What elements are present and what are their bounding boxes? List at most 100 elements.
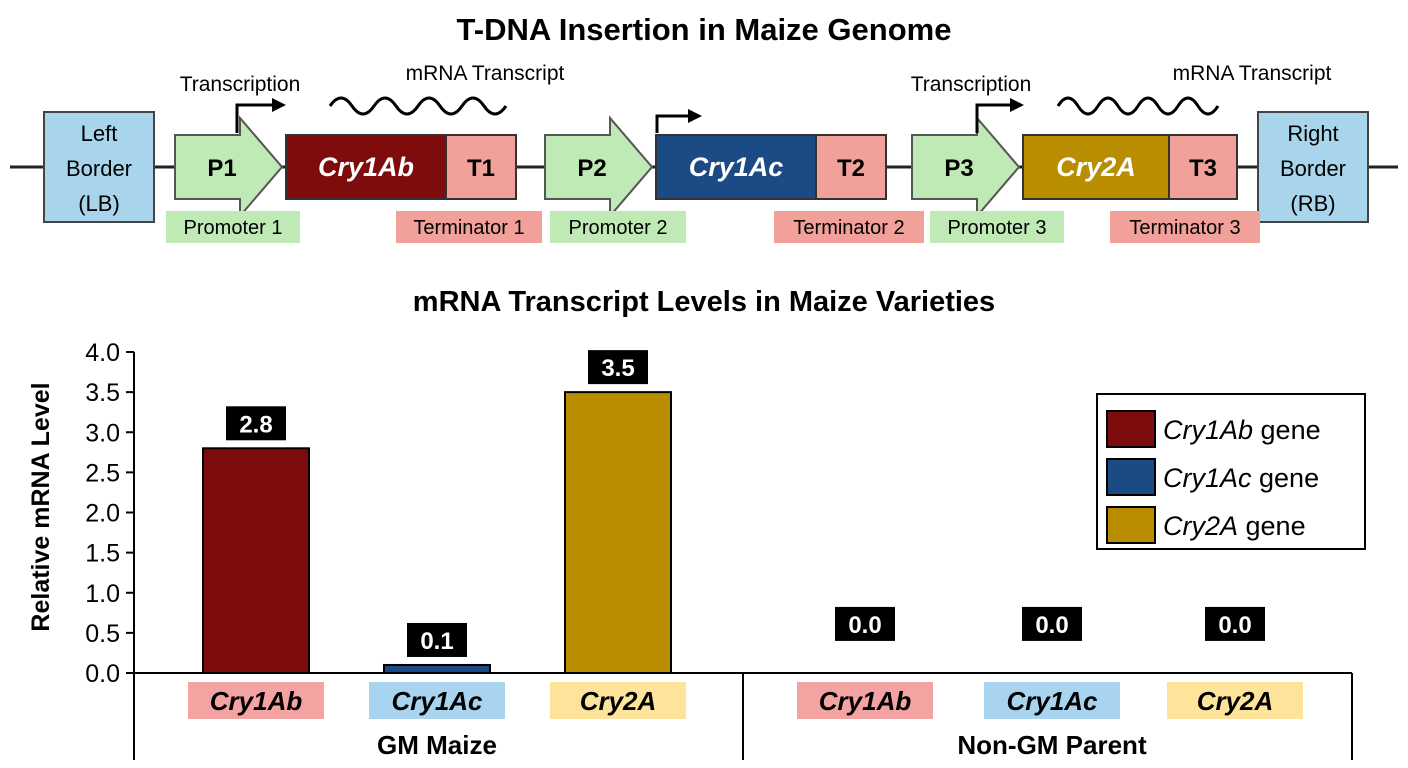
y-tick-label: 3.5 (85, 379, 120, 407)
legend-gene-name: Cry1Ac (1163, 463, 1252, 493)
legend-swatch-cry1ac (1106, 458, 1156, 496)
promoter-2-caption: Promoter 2 (569, 217, 668, 239)
bar-0-cry1ab (202, 447, 310, 674)
mrna-wave-3 (1056, 96, 1220, 116)
cassette-3: P3 Cry2A T3 Promoter 3 Terminator 3 Tran… (911, 62, 1332, 243)
gene-2-box (655, 134, 817, 200)
y-tick-label: 0.0 (85, 660, 120, 688)
category-label: Cry1Ab (819, 686, 912, 716)
category-label: Cry2A (580, 686, 657, 716)
legend-label: Cry2A gene (1163, 511, 1306, 541)
transcript-bar-chart: mRNA Transcript Levels in Maize Varietie… (27, 286, 1366, 760)
value-label: 0.0 (1218, 612, 1251, 639)
legend-suffix: gene (1253, 415, 1321, 445)
mrna-label-1: mRNA Transcript (406, 62, 565, 85)
terminator-1-caption-bg (396, 211, 542, 243)
legend-swatch-cry1ab (1106, 410, 1156, 448)
gene-3-label: Cry2A (1056, 152, 1136, 182)
value-label-bg (588, 350, 648, 385)
right-border-box: Right Border (RB) (1257, 111, 1369, 223)
terminator-3-caption-bg (1110, 211, 1260, 243)
category-label: Cry1Ac (1006, 686, 1098, 716)
y-tick-label: 1.5 (85, 540, 120, 568)
transcription-label-3: Transcription (911, 73, 1032, 96)
category-label-bg (188, 682, 324, 719)
legend-gene-name: Cry1Ab (1163, 415, 1253, 445)
group-label-non-gm: Non-GM Parent (957, 730, 1147, 760)
y-tick-label: 0.5 (85, 620, 120, 648)
category-label-bg (369, 682, 505, 719)
value-label: 0.1 (420, 628, 453, 655)
category-label: Cry2A (1197, 686, 1274, 716)
y-axis-label: Relative mRNA Level (27, 382, 55, 631)
chart-title: mRNA Transcript Levels in Maize Varietie… (413, 286, 995, 318)
legend-label: Cry1Ab gene (1163, 415, 1321, 445)
category-label-bg (550, 682, 686, 719)
promoter-1-label: P1 (207, 155, 236, 182)
right-border-line-2: Border (1280, 156, 1346, 181)
value-label-bg (407, 622, 467, 657)
right-border-line-1: Right (1287, 121, 1338, 146)
category-label: Cry1Ac (391, 686, 483, 716)
gene-3-box (1022, 134, 1170, 200)
cassette-2: P2 Cry1Ac T2 Promoter 2 Terminator 2 (544, 109, 924, 243)
promoter-3-caption-bg (930, 211, 1064, 243)
gene-1-box (285, 134, 447, 200)
legend-gene-name: Cry2A (1163, 511, 1238, 541)
promoter-1-arrow (174, 115, 284, 219)
y-tick-label: 2.0 (85, 500, 120, 528)
promoter-1-caption: Promoter 1 (184, 217, 283, 239)
right-border-line-3: (RB) (1290, 191, 1335, 216)
promoter-3-label: P3 (944, 155, 973, 182)
promoter-2-label: P2 (577, 155, 606, 182)
y-tick-label: 2.5 (85, 459, 120, 487)
value-label-bg (1022, 606, 1082, 641)
promoter-1-caption-bg (166, 211, 300, 243)
bar-0-cry1ac (383, 663, 491, 674)
legend-swatch-cry2a (1106, 506, 1156, 544)
legend-suffix: gene (1238, 511, 1306, 541)
group-label-gm: GM Maize (377, 730, 497, 760)
promoter-2-arrow (544, 115, 654, 219)
terminator-3-caption: Terminator 3 (1129, 217, 1240, 239)
y-tick-label: 3.0 (85, 419, 120, 447)
transcription-arrow-3 (975, 98, 1024, 133)
y-tick-label: 1.0 (85, 580, 120, 608)
gene-2-label: Cry1Ac (689, 152, 784, 182)
gene-1-label: Cry1Ab (318, 152, 414, 182)
mrna-wave-1 (328, 96, 508, 116)
left-border-box: Left Border (LB) (43, 111, 155, 223)
value-label: 0.0 (1035, 612, 1068, 639)
construct-title: T-DNA Insertion in Maize Genome (457, 12, 952, 47)
category-label: Cry1Ab (210, 686, 303, 716)
transcription-label-1: Transcription (180, 73, 301, 96)
transcription-arrow-1 (235, 98, 286, 133)
terminator-2-box (815, 134, 887, 200)
y-tick-label: 4.0 (85, 339, 120, 367)
left-border-line-3: (LB) (78, 191, 120, 216)
bar-0-cry2a (564, 391, 672, 674)
value-label-bg (226, 406, 286, 441)
mrna-label-3: mRNA Transcript (1173, 62, 1332, 85)
terminator-1-caption: Terminator 1 (413, 217, 524, 239)
category-label-bg (984, 682, 1120, 719)
left-border-line-1: Left (81, 121, 118, 146)
left-border-line-2: Border (66, 156, 132, 181)
terminator-2-label: T2 (837, 155, 865, 182)
value-label: 0.0 (848, 612, 881, 639)
terminator-3-label: T3 (1189, 155, 1217, 182)
category-label-bg (1167, 682, 1303, 719)
legend-suffix: gene (1252, 463, 1320, 493)
value-label: 3.5 (601, 355, 634, 382)
terminator-2-caption: Terminator 2 (793, 217, 904, 239)
value-label-bg (835, 606, 895, 641)
cassette-1: P1 Cry1Ab T1 Promoter 1 Terminator 1 Tra… (166, 62, 565, 243)
terminator-1-box (445, 134, 517, 200)
value-label-bg (1205, 606, 1265, 641)
legend-label: Cry1Ac gene (1163, 463, 1319, 493)
tdna-construct-diagram: T-DNA Insertion in Maize Genome Left Bor… (10, 12, 1398, 243)
